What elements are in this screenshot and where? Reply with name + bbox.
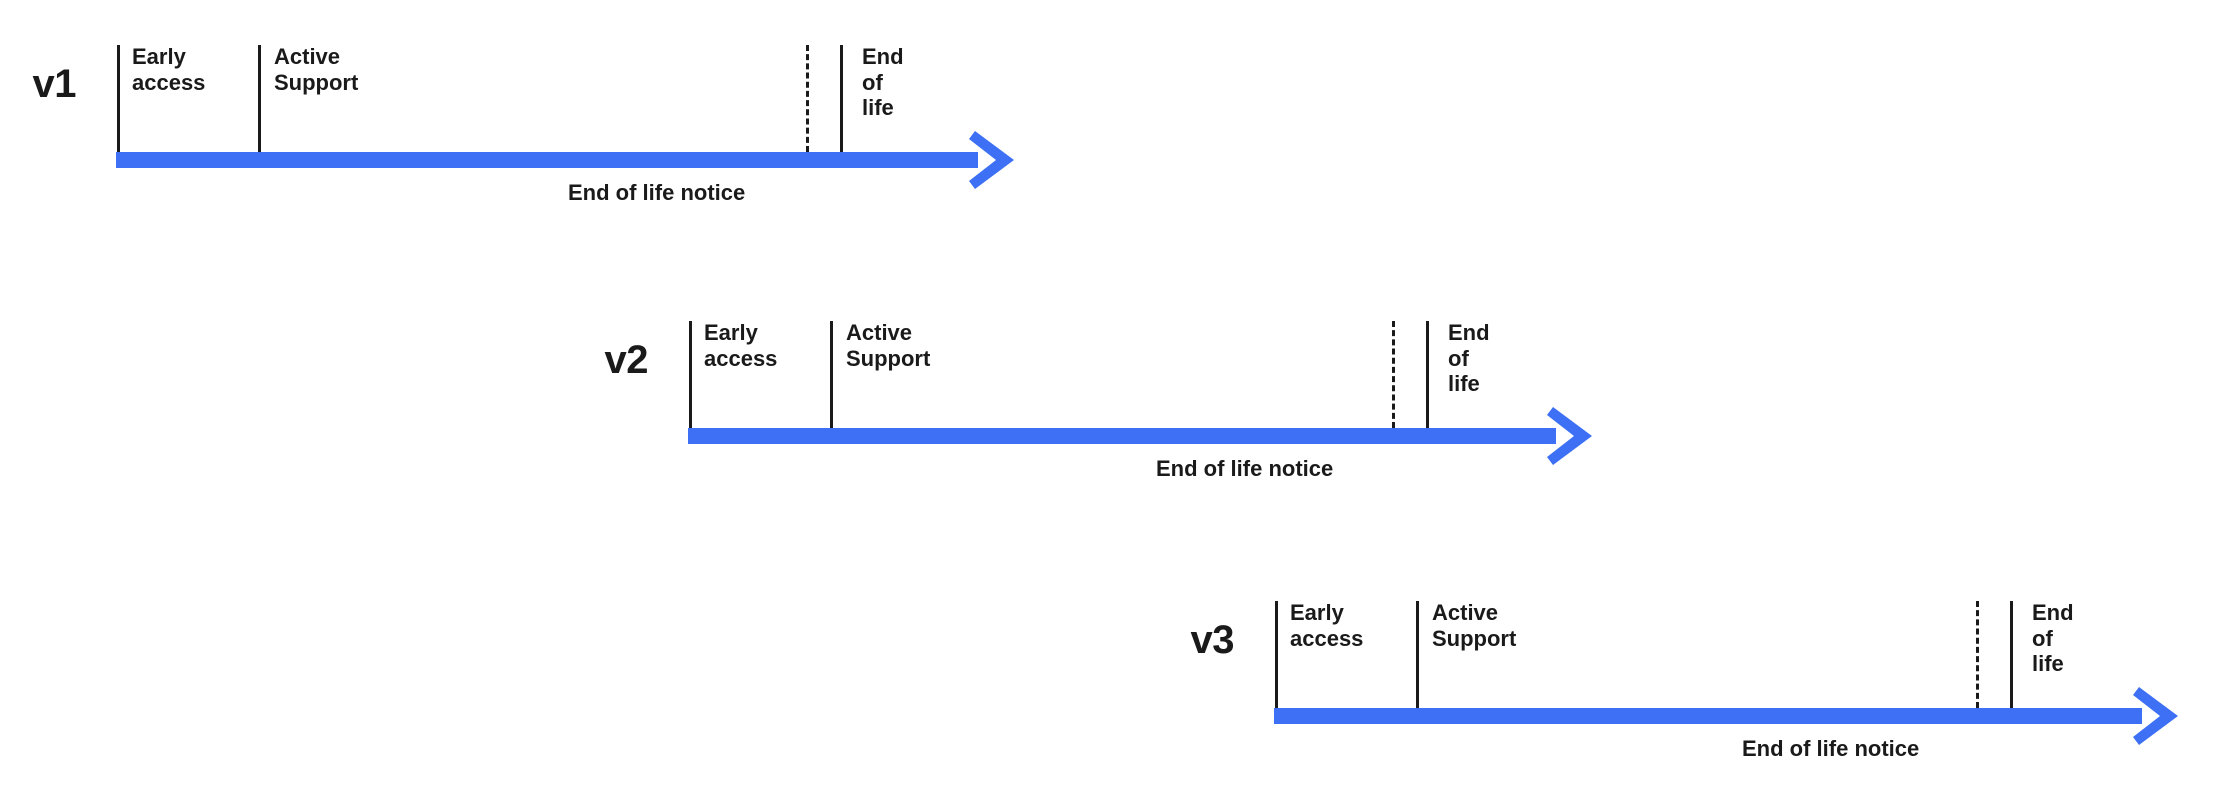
phase-label-v1-2: End of life [862, 44, 904, 121]
boundary-line-v3-1 [1416, 601, 1419, 708]
phase-label-v2-1: Active Support [846, 320, 931, 371]
arrow-shaft-v1 [116, 152, 978, 168]
version-label-v2: v2 [604, 338, 649, 382]
boundary-line-v2-0 [689, 321, 692, 428]
arrow-head-icon-v2 [1534, 405, 1596, 467]
dashed-boundary-line-v3-2 [1976, 601, 1979, 708]
phase-label-v2-2: End of life [1448, 320, 1490, 397]
end-of-life-notice-label-v3: End of life notice [1742, 736, 1920, 761]
boundary-line-v1-3 [840, 45, 843, 152]
arrow-head-icon-v3 [2120, 685, 2182, 747]
arrow-shaft-v2 [688, 428, 1556, 444]
boundary-line-v2-1 [830, 321, 833, 428]
version-label-v3: v3 [1190, 618, 1235, 662]
arrow-head-icon-v1 [956, 129, 1018, 191]
boundary-line-v1-1 [258, 45, 261, 152]
end-of-life-notice-label-v2: End of life notice [1156, 456, 1334, 481]
version-label-v1: v1 [32, 62, 77, 106]
phase-label-v1-0: Early access [132, 44, 206, 95]
dashed-boundary-line-v1-2 [806, 45, 809, 152]
phase-label-v2-0: Early access [704, 320, 778, 371]
dashed-boundary-line-v2-2 [1392, 321, 1395, 428]
end-of-life-notice-label-v1: End of life notice [568, 180, 746, 205]
phase-label-v3-2: End of life [2032, 600, 2074, 677]
boundary-line-v3-0 [1275, 601, 1278, 708]
boundary-line-v2-3 [1426, 321, 1429, 428]
phase-label-v3-1: Active Support [1432, 600, 1517, 651]
boundary-line-v3-3 [2010, 601, 2013, 708]
phase-label-v1-1: Active Support [274, 44, 359, 95]
phase-label-v3-0: Early access [1290, 600, 1364, 651]
boundary-line-v1-0 [117, 45, 120, 152]
arrow-shaft-v3 [1274, 708, 2142, 724]
